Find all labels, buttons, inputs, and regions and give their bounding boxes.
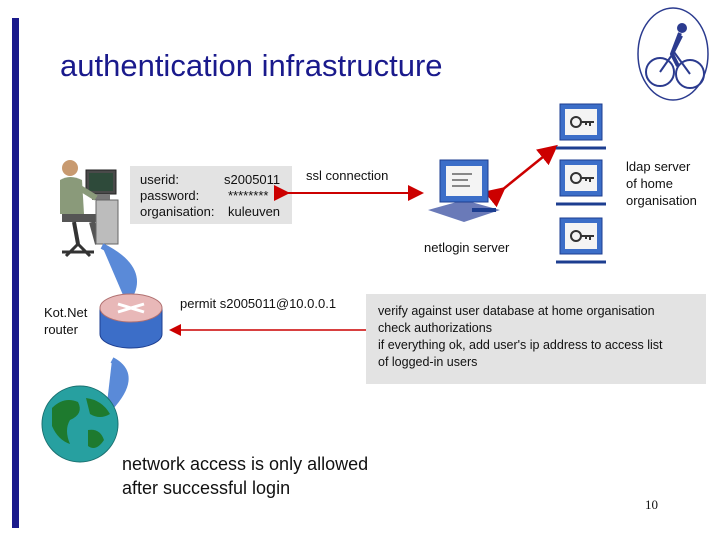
userid-value: s2005011 <box>224 172 281 187</box>
ldap-connection-arrow <box>484 144 558 208</box>
netlogin-server-label: netlogin server <box>424 240 510 255</box>
ldap-server-icon <box>556 159 606 206</box>
cyclist-logo-icon <box>637 7 709 101</box>
verify-line: verify against user database at home org… <box>378 304 655 318</box>
ssl-connection-label: ssl connection <box>306 168 389 183</box>
verify-line: check authorizations <box>378 321 492 335</box>
verification-steps-panel: verify against user database at home org… <box>366 294 706 384</box>
network-access-note: network access is only allowed after suc… <box>122 454 369 498</box>
router-icon <box>99 293 163 349</box>
ldap-server-icon <box>556 103 606 150</box>
credentials-panel: userid: s2005011 password: ******** orga… <box>130 166 292 224</box>
netlogin-server-icon <box>428 159 500 222</box>
verify-line: of logged-in users <box>378 355 478 369</box>
user-at-computer-icon <box>60 160 119 258</box>
permit-label: permit s2005011@10.0.0.1 <box>180 296 337 311</box>
organisation-label: organisation: <box>140 204 215 219</box>
left-accent-bar <box>12 18 19 528</box>
router-label: Kot.Net router <box>44 305 88 337</box>
organisation-value: kuleuven <box>228 204 281 219</box>
page-title: authentication infrastructure <box>60 48 443 83</box>
ldap-server-icon <box>556 217 606 264</box>
globe-icon <box>41 385 119 463</box>
password-label: password: <box>140 188 200 203</box>
verify-line: if everything ok, add user's ip address … <box>378 338 663 352</box>
ldap-server-label: ldap server of home organisation <box>626 159 697 208</box>
userid-label: userid: <box>140 172 180 187</box>
page-number: 10 <box>645 497 658 512</box>
password-value: ******** <box>228 188 269 203</box>
